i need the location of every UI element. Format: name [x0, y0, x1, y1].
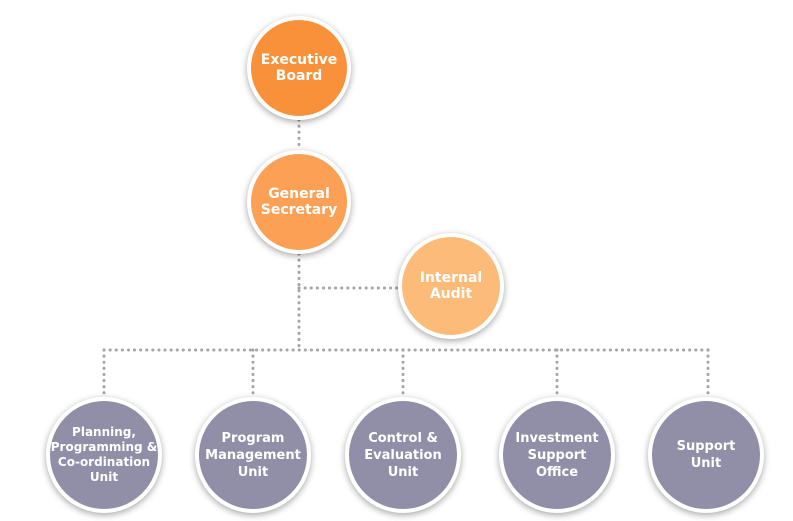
unit-label: Support Unit: [676, 439, 736, 471]
unit-label: Control & Evaluation Unit: [364, 430, 442, 480]
executive-board-label: Executive Board: [260, 52, 338, 84]
executive-board-node: Executive Board: [247, 16, 351, 120]
support-unit-node: Support Unit: [648, 397, 764, 513]
program-management-unit-node: Program Management Unit: [195, 397, 311, 513]
investment-support-office-node: Investment Support Office: [499, 397, 615, 513]
internal-audit-label: Internal Audit: [419, 270, 483, 302]
general-secretary-node: General Secretary: [247, 150, 351, 254]
unit-label: Program Management Unit: [205, 430, 301, 480]
unit-label: Planning, Programming & Co-ordination Un…: [50, 425, 158, 484]
control-evaluation-unit-node: Control & Evaluation Unit: [345, 397, 461, 513]
general-secretary-label: General Secretary: [260, 186, 338, 218]
planning-programming-coordination-unit-node: Planning, Programming & Co-ordination Un…: [46, 397, 162, 513]
unit-label: Investment Support Office: [515, 430, 599, 480]
internal-audit-node: Internal Audit: [398, 233, 504, 339]
